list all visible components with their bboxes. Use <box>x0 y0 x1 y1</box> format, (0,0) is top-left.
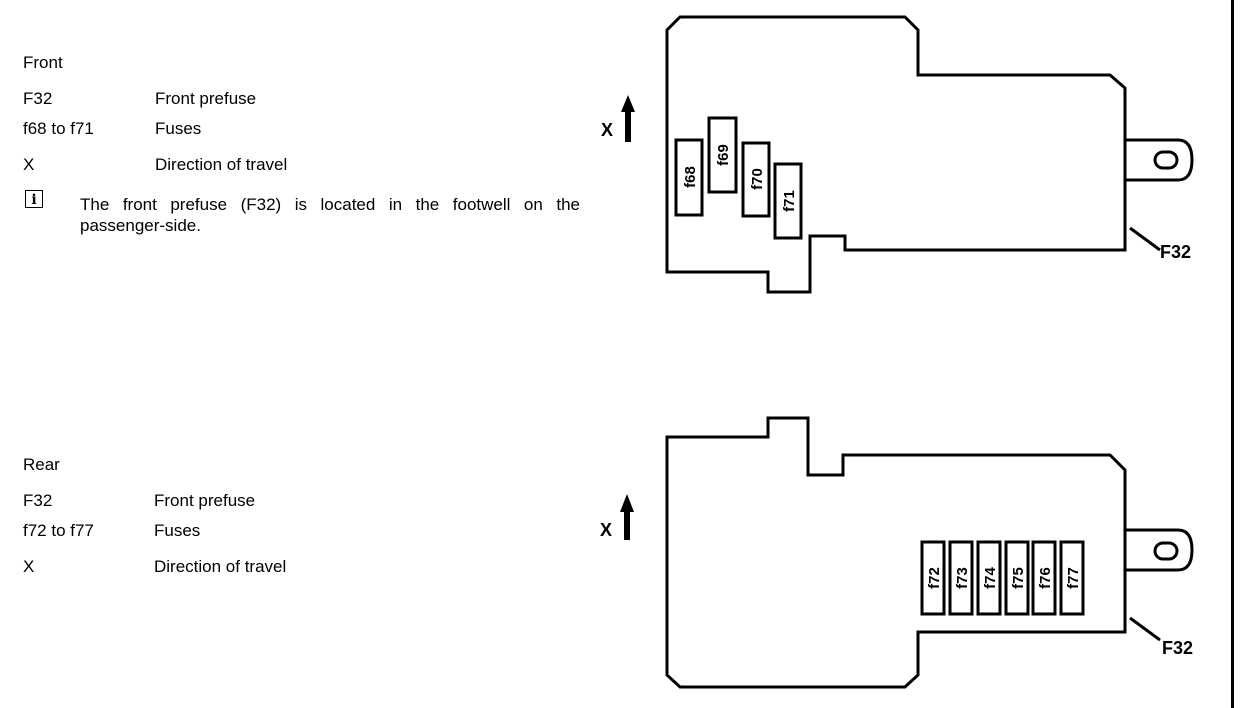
rear-fuse-1: f73 <box>948 540 974 616</box>
rear-fuse-0: f72 <box>920 540 946 616</box>
front-direction-arrow <box>621 95 635 142</box>
rear-mounting-tab <box>1125 528 1194 572</box>
rear-legend-desc-2: Direction of travel <box>154 557 287 576</box>
front-fuse-2: f70 <box>741 141 771 218</box>
rear-fuse-2: f74 <box>976 540 1002 616</box>
rear-legend-desc-1: Fuses <box>154 521 201 540</box>
front-legend-desc-2: Direction of travel <box>155 155 288 174</box>
front-fuse-0: f68 <box>674 138 704 217</box>
front-fuse-label-3: f71 <box>781 190 798 212</box>
rear-legend-key-0: F32 <box>23 491 53 510</box>
rear-fusebox-outline <box>665 416 1127 689</box>
front-legend-desc-1: Fuses <box>155 119 202 138</box>
rear-fuse-label-0: f72 <box>926 567 943 589</box>
front-legend-key-0: F32 <box>23 89 53 108</box>
front-fuse-label-2: f70 <box>749 168 766 190</box>
rear-fuse-label-2: f74 <box>982 567 999 589</box>
front-fuse-1: f69 <box>707 116 738 194</box>
rear-fuse-label-5: f77 <box>1065 567 1082 589</box>
rear-mounting-hole <box>1153 541 1179 561</box>
rear-direction-label: X <box>600 520 612 540</box>
rear-fuse-label-4: f76 <box>1037 567 1054 589</box>
front-fuse-label-0: f68 <box>682 166 699 188</box>
front-mounting-hole <box>1153 150 1179 170</box>
front-direction-label: X <box>601 120 613 140</box>
front-legend-key-1: f68 to f71 <box>23 119 94 138</box>
rear-prefuse-label: F32 <box>1162 638 1193 658</box>
rear-legend-key-1: f72 to f77 <box>23 521 94 540</box>
front-fusebox-outline <box>665 15 1127 294</box>
front-heading: Front <box>23 53 63 72</box>
front-fuse-label-1: f69 <box>715 144 732 166</box>
front-legend-desc-0: Front prefuse <box>155 89 257 108</box>
info-icon: i <box>25 190 43 208</box>
rear-direction-arrow <box>620 494 634 540</box>
front-legend-key-2: X <box>23 155 35 174</box>
page-border-right <box>1231 0 1234 708</box>
rear-fuse-label-3: f75 <box>1010 567 1027 589</box>
rear-legend-key-2: X <box>23 557 35 576</box>
front-note: The front prefuse (F32) is located in th… <box>80 195 580 235</box>
front-fuse-3: f71 <box>773 162 803 240</box>
rear-heading: Rear <box>23 455 60 474</box>
rear-fuse-4: f76 <box>1031 540 1057 616</box>
front-prefuse-label: F32 <box>1160 242 1191 262</box>
rear-fuse-5: f77 <box>1059 540 1085 616</box>
rear-legend-desc-0: Front prefuse <box>154 491 256 510</box>
rear-fuse-3: f75 <box>1004 540 1030 616</box>
rear-fuse-label-1: f73 <box>954 567 971 589</box>
front-mounting-tab <box>1125 138 1194 182</box>
